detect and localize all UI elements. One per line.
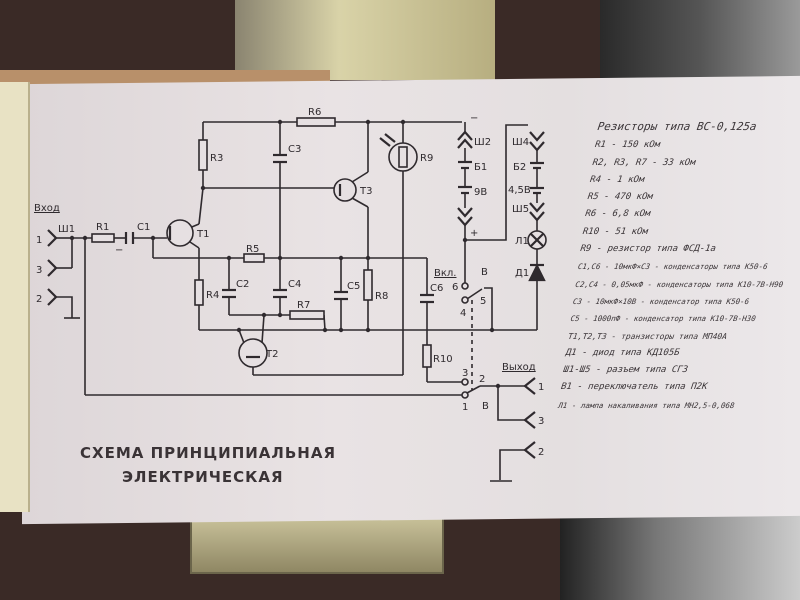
resistor-r3 (198, 139, 208, 171)
pin-out-1: 1 (538, 382, 544, 393)
switch-on-label: Вкл. (434, 268, 456, 279)
pin-in-3: 3 (36, 265, 42, 276)
parts-list-heading: Резисторы типа ВС-0,125а (596, 120, 758, 133)
label-c4: C4 (288, 279, 301, 290)
parts-list-item: С1,С6 - 10мкФ×С3 - конденсаторы типа К50… (577, 262, 769, 272)
switch-pos-5: 5 (480, 296, 486, 307)
capacitors-and-details (47, 130, 546, 459)
label-c1: C1 (137, 222, 150, 233)
transistor-t3 (333, 178, 357, 202)
parts-list-item: Л1 - лампа накаливания типа МН2,5-0,068 (557, 400, 736, 410)
resistor-r8 (363, 269, 373, 301)
label-r1: R1 (96, 222, 109, 233)
label-sh1: Ш1 (58, 224, 75, 235)
input-label: Вход (34, 203, 60, 214)
background-metal-tray (190, 515, 444, 574)
parts-list-item: Д1 - диод типа КД105Б (565, 347, 681, 358)
switch-label-bottom: В (482, 401, 489, 412)
switch-contact-4[interactable] (461, 296, 469, 304)
label-r9: R9 (420, 153, 433, 164)
label-c3: C3 (288, 144, 301, 155)
label-r4: R4 (206, 290, 219, 301)
label-d1: Д1 (515, 268, 529, 279)
transistor-t1 (166, 219, 194, 247)
output-label: Выход (502, 362, 536, 373)
parts-list-item: R1 - 150 кОм (594, 140, 661, 151)
label-t2: T2 (265, 349, 278, 360)
label-minus: − (115, 245, 123, 256)
background-metal-box (235, 0, 495, 80)
booklet-edge (0, 82, 30, 512)
switch-pos-6: 6 (452, 282, 458, 293)
parts-list-item: Т1,Т2,Т3 - транзисторы типа МП40А (567, 331, 728, 341)
pin-in-1: 1 (36, 235, 42, 246)
schematic-title-line2: ЭЛЕКТРИЧЕСКАЯ (122, 468, 284, 486)
label-b1: Б1 (474, 162, 487, 173)
parts-list-item: С3 - 10мкФ×10В - конденсатор типа К50-6 (572, 296, 750, 306)
resistor-r5 (243, 253, 265, 263)
label-sh4: Ш4 (512, 137, 529, 148)
parts-list-item: R9 - резистор типа ФСД-1а (579, 244, 717, 255)
parts-list: Резисторы типа ВС-0,125а R1 - 150 кОм R2… (557, 118, 800, 414)
transistor-t2 (238, 338, 268, 368)
parts-list-item: R10 - 51 кОм (582, 226, 649, 237)
label-l1: Л1 (515, 236, 529, 247)
label-9v: 9В (474, 187, 487, 198)
switch-contact-3[interactable] (461, 378, 469, 386)
label-r10: R10 (433, 354, 453, 365)
label-sh2: Ш2 (474, 137, 491, 148)
parts-list-item: С2,С4 - 0,05мкФ - конденсаторы типа К10-… (574, 279, 784, 289)
label-r5: R5 (246, 244, 259, 255)
resistor-r7 (289, 310, 325, 320)
label-r7: R7 (297, 300, 310, 311)
component-labels: Вход Ш1 1 3 2 R1 − C1 T1 R3 C3 R6 T3 R9 … (34, 107, 544, 486)
resistor-r6 (296, 117, 336, 127)
switch-pos-4: 4 (460, 308, 466, 319)
parts-list-item: R5 - 470 кОм (586, 192, 654, 203)
label-r6: R6 (308, 107, 321, 118)
parts-list-item: R2, R3, R7 - 33 кОм (591, 157, 697, 168)
switch-pos-2: 2 (479, 374, 485, 385)
parts-list-item: Ш1-Ш5 - разъем типа СГ3 (562, 365, 689, 376)
background-device (560, 510, 800, 600)
pin-out-3: 3 (538, 416, 544, 427)
resistor-r10 (422, 344, 432, 368)
resistor-r4 (194, 279, 204, 306)
label-b2: Б2 (513, 162, 526, 173)
photoresistor-r9-body (398, 146, 408, 168)
parts-list-item: С5 - 1000пФ - конденсатор типа К10-7В-Н3… (569, 314, 757, 324)
parts-list-item: R6 - 6,8 кОм (584, 209, 651, 220)
label-r8: R8 (375, 291, 388, 302)
junctions (69, 119, 501, 389)
switch-label-top: В (481, 267, 488, 278)
schematic-title-line1: СХЕМА ПРИНЦИПИАЛЬНАЯ (80, 444, 336, 462)
label-sh5: Ш5 (512, 204, 529, 215)
pin-out-2: 2 (538, 447, 544, 458)
resistor-r1 (91, 233, 115, 243)
label-r3: R3 (210, 153, 223, 164)
switch-pos-1: 1 (462, 402, 468, 413)
label-c5: C5 (347, 281, 360, 292)
switch-contact-1[interactable] (461, 391, 469, 399)
parts-list-item: В1 - переключатель типа П2К (560, 382, 708, 393)
parts-list-item: R4 - 1 кОм (589, 174, 645, 185)
label-c6: C6 (430, 283, 443, 294)
label-c2: C2 (236, 279, 249, 290)
switch-contact-6[interactable] (461, 282, 469, 290)
label-4-5v: 4,5В (508, 185, 531, 196)
label-minus-battery: − (470, 113, 478, 124)
label-t1: T1 (196, 229, 209, 240)
label-plus: + (470, 228, 478, 239)
switch-pos-3: 3 (462, 368, 468, 379)
pin-in-2: 2 (36, 294, 42, 305)
label-t3: T3 (359, 186, 372, 197)
